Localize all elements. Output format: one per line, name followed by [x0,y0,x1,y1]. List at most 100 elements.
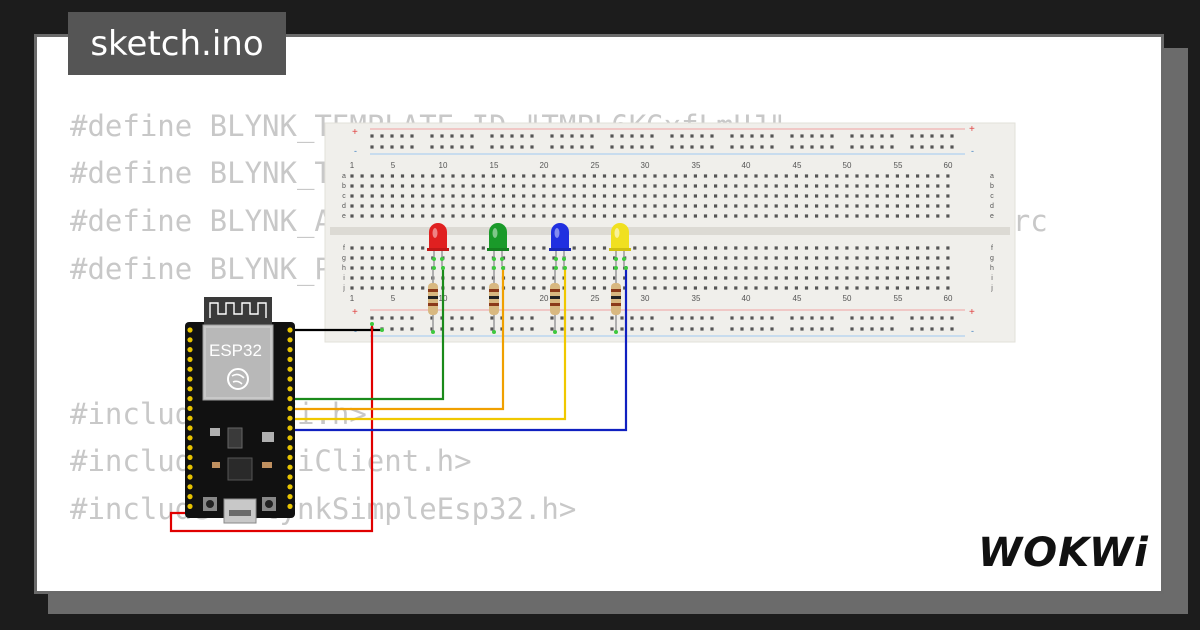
breadboard-hole [421,184,425,188]
breadboard-hole [653,256,657,260]
breadboard-hole [946,266,950,270]
resistor-3[interactable] [550,270,560,332]
breadboard-hole [870,145,874,149]
breadboard-hole [360,194,364,198]
breadboard-hole [390,276,394,280]
breadboard-hole [400,256,405,260]
breadboard-hole [670,145,674,149]
breadboard-hole [630,316,634,320]
breadboard-hole [910,316,914,320]
breadboard-hole [542,194,546,198]
breadboard-hole [920,316,924,320]
breadboard-hole [643,184,647,188]
file-tab[interactable]: sketch.ino [68,12,286,75]
breadboard-hole [421,266,425,270]
breadboard-hole [740,145,744,149]
breadboard-hole [804,276,809,280]
breadboard-hole [895,174,899,178]
file-tab-label: sketch.ino [90,23,264,64]
breadboard-hole [640,316,644,320]
breadboard-hole [481,184,485,188]
breadboard-hole [461,204,465,208]
row-letter-b-left: b [342,183,346,190]
breadboard-hole [744,246,748,250]
led-blue[interactable] [549,223,571,266]
breadboard-hole [570,145,574,149]
breadboard-hole [620,316,624,320]
breadboard-hole [501,184,506,188]
breadboard-hole [815,174,819,178]
breadboard-hole [663,204,667,208]
breadboard[interactable]: + + - - + + - - 1 5 10 15 20 25 30 35 40… [324,122,1016,343]
esp32-pin [187,474,193,480]
row-letter-e-left: e [342,213,346,220]
breadboard-hole [810,327,814,331]
led-red[interactable] [427,223,449,266]
breadboard-hole [683,174,687,178]
breadboard-hole [602,256,607,260]
resistor-4[interactable] [611,270,621,332]
wire-blue[interactable] [294,266,628,432]
breadboard-hole [946,276,950,280]
breadboard-hole [501,174,506,178]
breadboard-hole [623,174,627,178]
breadboard-hole [460,327,464,331]
wire-vcc[interactable] [169,324,374,533]
wire-orange[interactable] [294,266,505,411]
breadboard-hole [512,276,516,280]
breadboard-hole [845,174,849,178]
breadboard-hole [570,316,574,320]
breadboard-hole [530,134,534,138]
led-yellow[interactable] [609,223,631,266]
breadboard-hole [825,204,829,208]
wires[interactable] [169,266,628,533]
breadboard-hole [865,246,869,250]
breadboard-hole [865,204,869,208]
led-green[interactable] [487,223,509,266]
breadboard-hole [471,276,475,280]
breadboard-hole [410,316,414,320]
breadboard-hole [936,256,940,260]
breadboard-hole [380,316,384,320]
breadboard-hole [784,276,788,280]
breadboard-hole [865,214,869,218]
esp32-board[interactable]: ESP32 [185,297,295,524]
breadboard-hole [794,184,798,188]
breadboard-hole [350,194,354,198]
breadboard-hole [774,276,778,280]
row-letter-j-left: j [342,285,345,292]
col-num-top-5: 5 [391,161,396,170]
breadboard-hole [633,276,637,280]
breadboard-hole [800,327,804,331]
resistor-1[interactable] [428,270,438,332]
breadboard-hole [855,184,859,188]
breadboard-hole [875,204,879,208]
breadboard-hole [623,214,627,218]
breadboard-hole [930,316,934,320]
breadboard-hole [770,316,774,320]
breadboard-hole [461,276,465,280]
breadboard-hole [916,266,920,270]
breadboard-hole [810,145,814,149]
wire-yellow[interactable] [294,266,567,421]
leds[interactable] [370,223,631,334]
breadboard-hole [572,194,576,198]
wire-green[interactable] [294,266,445,401]
breadboard-hole [804,194,809,198]
breadboard-hole [936,184,940,188]
breadboard-hole [411,204,415,208]
breadboard-hole [400,246,405,250]
breadboard-hole [461,214,465,218]
breadboard-hole [431,194,435,198]
resistor-2[interactable] [489,270,499,332]
breadboard-hole [360,214,364,218]
breadboard-hole [360,246,364,250]
breadboard-hole [946,194,950,198]
breadboard-hole [643,194,647,198]
breadboard-hole [820,145,824,149]
breadboard-hole [522,214,526,218]
resistors[interactable] [428,270,621,332]
breadboard-hole [830,134,834,138]
breadboard-hole [440,145,444,149]
